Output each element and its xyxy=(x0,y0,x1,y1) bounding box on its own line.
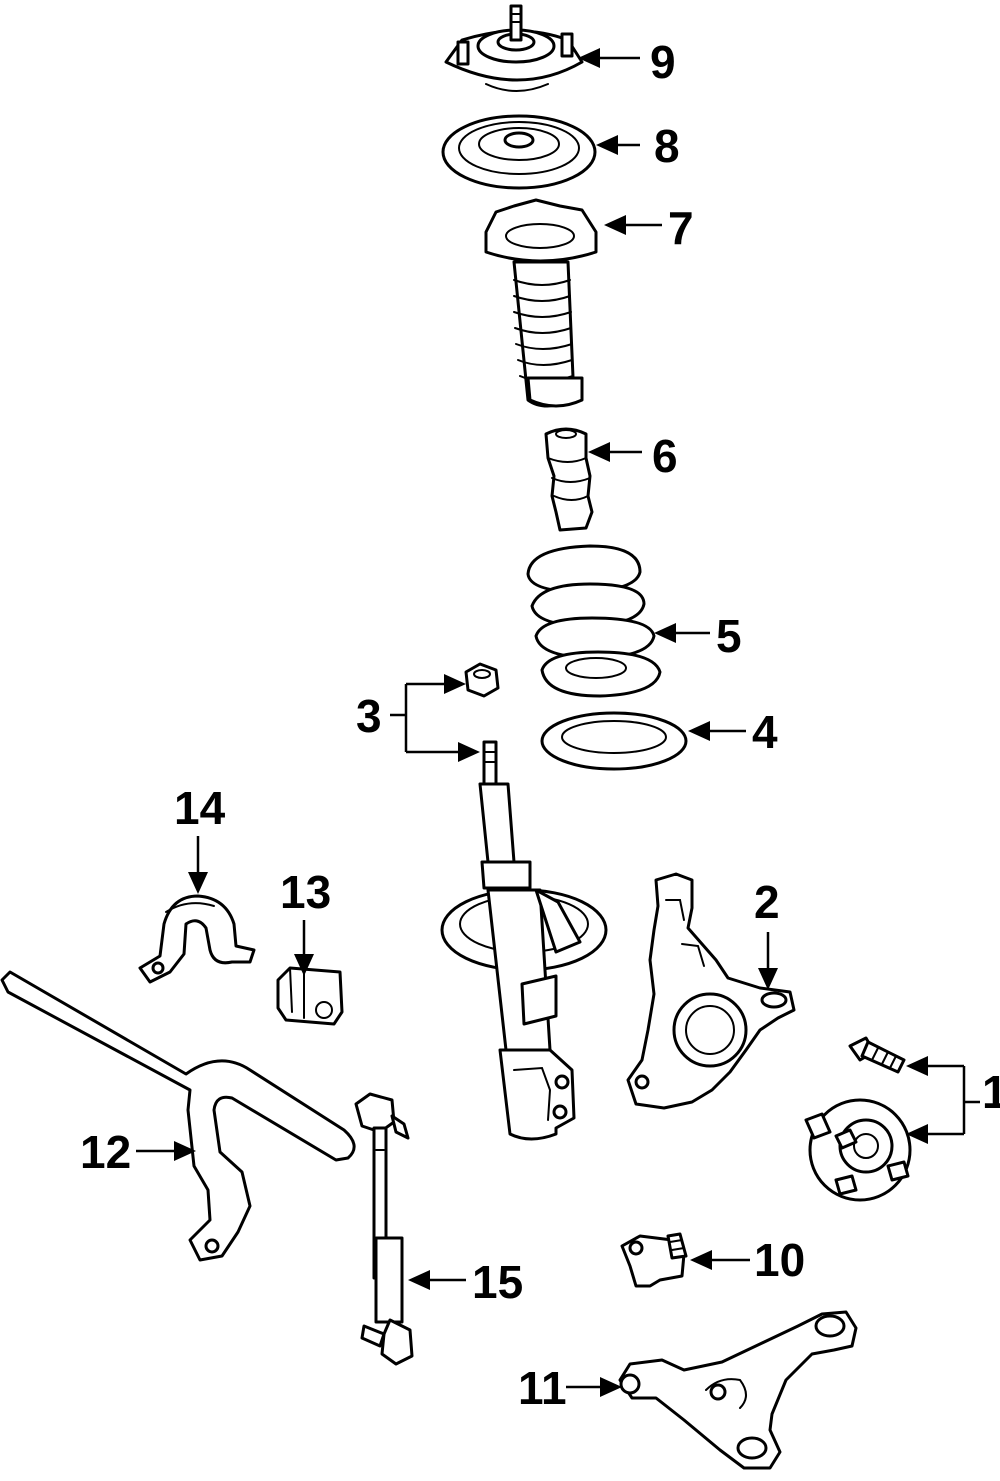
part-ball-joint xyxy=(620,1232,688,1288)
part-dust-boot xyxy=(484,198,598,408)
callout-2: 2 xyxy=(754,876,780,928)
part-bump-stop xyxy=(544,427,594,532)
callout-9: 9 xyxy=(650,36,676,88)
callout-14: 14 xyxy=(174,782,226,834)
callout-5: 5 xyxy=(716,610,742,662)
callout-8: 8 xyxy=(654,120,680,172)
callout-4: 4 xyxy=(752,706,778,758)
part-strut-assembly xyxy=(440,740,608,1141)
callout-6: 6 xyxy=(652,430,678,482)
part-strut-nut xyxy=(464,662,500,698)
part-hub-bolt xyxy=(848,1036,906,1074)
part-upper-insulator xyxy=(441,114,597,190)
part-wheel-hub xyxy=(804,1098,912,1202)
part-lower-insulator xyxy=(540,711,688,771)
part-stabilizer-bracket xyxy=(138,894,256,984)
part-coil-spring xyxy=(526,544,662,698)
part-stabilizer-bushing xyxy=(276,966,344,1026)
callout-leaders xyxy=(136,48,980,1397)
callout-1: 1 xyxy=(982,1066,1000,1118)
callout-11: 11 xyxy=(518,1362,567,1414)
callout-13: 13 xyxy=(280,866,331,918)
callout-3: 3 xyxy=(356,690,382,742)
callout-7: 7 xyxy=(668,202,694,254)
callout-10: 10 xyxy=(754,1234,805,1286)
callout-12: 12 xyxy=(80,1126,131,1178)
part-steering-knuckle xyxy=(626,872,796,1110)
part-strut-mount xyxy=(444,4,584,92)
callout-15: 15 xyxy=(472,1256,523,1308)
part-stabilizer-link xyxy=(354,1092,414,1366)
part-lower-control-arm xyxy=(618,1310,858,1470)
part-stabilizer-bar xyxy=(0,970,356,1262)
